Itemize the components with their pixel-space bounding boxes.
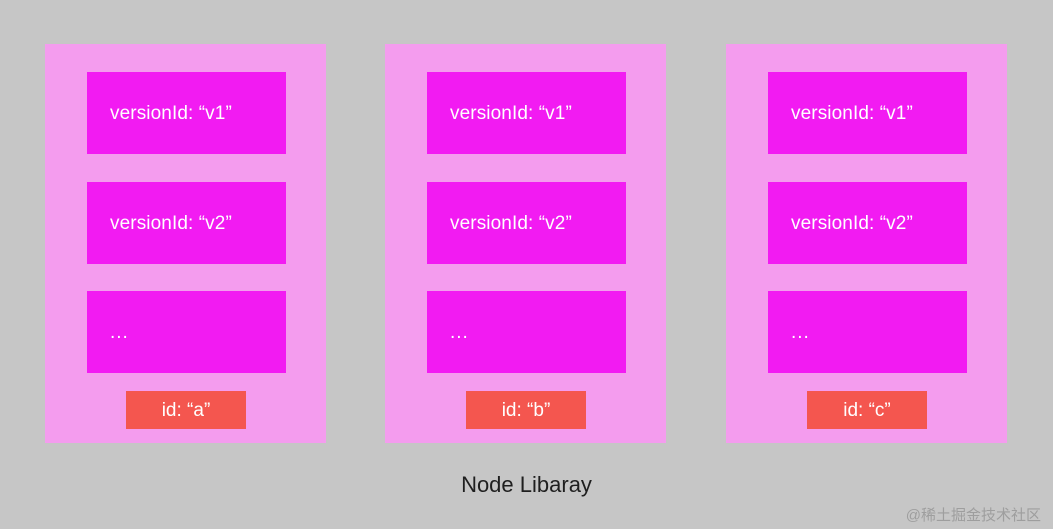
version-label: versionId: “v1” — [110, 102, 232, 124]
version-box-ellipsis: ... — [87, 291, 286, 373]
version-label: ... — [450, 321, 469, 343]
version-box-ellipsis: ... — [768, 291, 967, 373]
version-label: versionId: “v2” — [110, 212, 232, 234]
version-label: versionId: “v1” — [450, 102, 572, 124]
diagram-caption: Node Libaray — [461, 472, 592, 497]
version-box: versionId: “v2” — [427, 182, 626, 264]
node-card: versionId: “v1” versionId: “v2” ... id: … — [385, 44, 666, 443]
version-box: versionId: “v1” — [427, 72, 626, 154]
version-box: versionId: “v2” — [768, 182, 967, 264]
node-id-badge: id: “c” — [807, 391, 927, 429]
node-id-badge: id: “a” — [126, 391, 246, 429]
version-label: versionId: “v1” — [791, 102, 913, 124]
watermark-label: @稀土掘金技术社区 — [905, 507, 1041, 524]
node-id-label: id: “a” — [161, 399, 211, 421]
version-label: versionId: “v2” — [791, 212, 913, 234]
version-box: versionId: “v1” — [768, 72, 967, 154]
version-label: ... — [110, 321, 129, 343]
version-box: versionId: “v1” — [87, 72, 286, 154]
version-box-ellipsis: ... — [427, 291, 626, 373]
version-label: ... — [791, 321, 810, 343]
node-id-label: id: “c” — [843, 399, 891, 421]
node-id-label: id: “b” — [501, 399, 551, 421]
version-box: versionId: “v2” — [87, 182, 286, 264]
node-card: versionId: “v1” versionId: “v2” ... id: … — [726, 44, 1007, 443]
node-card: versionId: “v1” versionId: “v2” ... id: … — [45, 44, 326, 443]
node-id-badge: id: “b” — [466, 391, 586, 429]
version-label: versionId: “v2” — [450, 212, 572, 234]
